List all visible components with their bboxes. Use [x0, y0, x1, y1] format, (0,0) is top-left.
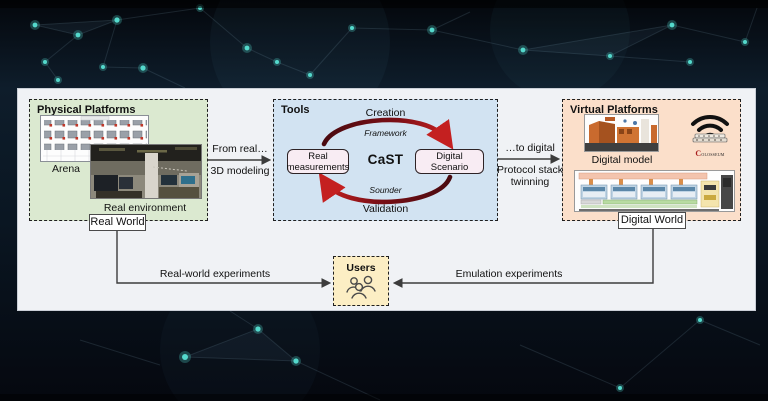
colosseum-logo-text: Colosseum	[695, 149, 725, 158]
from-real-label: From real…	[212, 143, 268, 155]
digital-scenario-line1: Digital	[436, 150, 463, 162]
to-digital-label: …to digital	[505, 142, 555, 154]
cast-label: CaST	[367, 152, 404, 167]
real-measurements-line1: Real	[308, 150, 328, 162]
real-world-experiments-label: Real-world experiments	[159, 268, 271, 280]
colosseum-logo: Colosseum	[683, 110, 737, 160]
digital-model-caption: Digital model	[591, 154, 653, 166]
real-measurements-node: Real measurements	[287, 149, 349, 174]
emulation-experiments-label: Emulation experiments	[455, 268, 563, 280]
digital-scenario-node: Digital Scenario	[415, 149, 484, 174]
arena-caption: Arena	[51, 163, 81, 175]
physical-platforms-title: Physical Platforms	[37, 104, 136, 116]
framework-label: Framework	[364, 128, 407, 138]
tools-box: Tools Creat	[273, 99, 498, 221]
figure-panel: Physical Platforms	[17, 88, 756, 311]
real-measurements-line2: measurements	[286, 161, 350, 173]
users-box: Users	[333, 256, 389, 306]
digital-scenario-line2: Scenario	[430, 161, 469, 173]
three-d-modeling-label: 3D modeling	[210, 165, 270, 177]
real-world-tag: Real World	[89, 214, 146, 231]
real-environment-photo	[90, 144, 202, 199]
virtual-platforms-title: Virtual Platforms	[570, 104, 658, 116]
sounder-label: Sounder	[369, 185, 402, 195]
emulator-architecture-image	[574, 170, 735, 212]
virtual-platforms-box: Virtual Platforms	[562, 99, 741, 221]
plexus-dots	[30, 4, 749, 392]
users-title: Users	[346, 262, 376, 274]
validation-label: Validation	[362, 203, 409, 215]
tools-title: Tools	[281, 104, 310, 116]
protocol-stack-twinning-label: Protocol stack twinning	[497, 164, 563, 188]
users-group-icon	[346, 275, 376, 299]
physical-platforms-box: Physical Platforms	[29, 99, 208, 221]
creation-label: Creation	[365, 107, 406, 119]
digital-model-image	[584, 114, 659, 152]
real-environment-caption: Real environment	[103, 202, 187, 214]
digital-world-tag: Digital World	[618, 212, 686, 229]
